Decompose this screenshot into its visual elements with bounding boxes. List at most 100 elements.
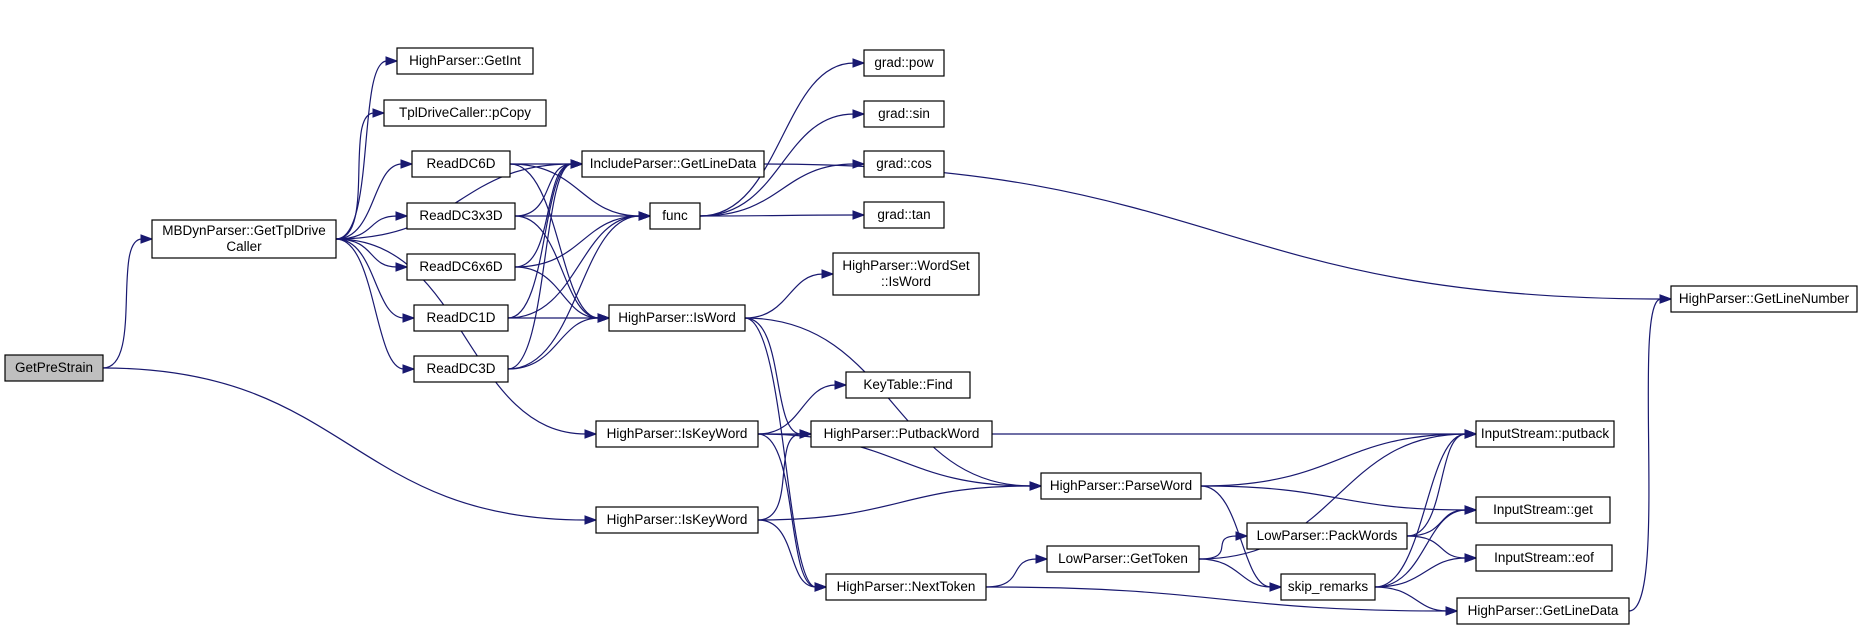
node-readdc1d[interactable]: ReadDC1D — [413, 304, 509, 332]
edge-line — [509, 163, 641, 217]
edge-high-getlinedata-to-getlinenumber — [1628, 294, 1673, 612]
node-high-getlinedata[interactable]: HighParser::GetLineData — [1456, 597, 1630, 625]
node-label: HighParser::IsKeyWord — [607, 512, 748, 527]
edge-func-to-grad-sin — [699, 109, 866, 217]
edge-arrowhead — [852, 210, 866, 220]
node-keytable-find[interactable]: KeyTable::Find — [845, 371, 971, 399]
edge-skip-remarks-to-high-getlinedata — [1374, 586, 1459, 616]
edge-arrowhead — [570, 159, 584, 169]
edge-line — [757, 433, 1032, 487]
node-wordset-isword[interactable]: HighParser::WordSet::IsWord — [832, 252, 980, 296]
node-isword[interactable]: HighParser::IsWord — [608, 304, 746, 332]
node-parseword[interactable]: HighParser::ParseWord — [1040, 472, 1202, 500]
node-nexttoken[interactable]: HighParser::NextToken — [825, 573, 987, 601]
node-packwords[interactable]: LowParser::PackWords — [1246, 522, 1408, 550]
node-label: KeyTable::Find — [863, 377, 952, 392]
node-gettoken[interactable]: LowParser::GetToken — [1046, 545, 1200, 573]
edge-arrowhead — [395, 211, 409, 221]
edge-iskeyword2-to-putbackword — [757, 429, 813, 521]
node-getprestrain[interactable]: GetPreStrain — [4, 354, 104, 382]
node-label: grad::tan — [877, 207, 930, 222]
edge-line — [744, 317, 817, 588]
node-label: ReadDC6x6D — [419, 259, 503, 274]
node-box — [396, 47, 534, 75]
edge-line — [507, 317, 600, 370]
edge-readdc6x6d-to-isword — [514, 266, 611, 323]
node-pcopy[interactable]: TplDriveCaller::pCopy — [383, 99, 547, 127]
node-label: ReadDC3x3D — [419, 208, 503, 223]
node-label: InputStream::get — [1493, 502, 1593, 517]
edge-line — [1628, 298, 1662, 612]
edge-nexttoken-to-high-getlinedata — [985, 586, 1459, 616]
edge-gettoken-to-skip-remarks — [1198, 558, 1283, 592]
edge-line — [335, 238, 587, 435]
node-label: GetPreStrain — [15, 360, 93, 375]
node-label: TplDriveCaller::pCopy — [399, 105, 531, 120]
node-eof[interactable]: InputStream::eof — [1475, 544, 1613, 572]
node-label: InputStream::putback — [1481, 426, 1610, 441]
node-grad-cos[interactable]: grad::cos — [863, 150, 945, 178]
edge-line — [757, 485, 1032, 521]
edge-line — [699, 163, 855, 217]
edge-line — [1374, 586, 1448, 612]
node-grad-pow[interactable]: grad::pow — [863, 49, 945, 77]
edge-getprestrain-to-gettpldrivecaller — [102, 234, 154, 369]
node-get[interactable]: InputStream::get — [1475, 496, 1611, 524]
node-putbackword[interactable]: HighParser::PutbackWord — [810, 420, 993, 448]
node-grad-tan[interactable]: grad::tan — [863, 201, 945, 229]
edge-arrowhead — [1269, 582, 1283, 592]
edge-line — [509, 163, 600, 319]
edge-arrowhead — [852, 159, 866, 169]
edge-arrowhead — [638, 211, 652, 221]
node-label: HighParser::IsKeyWord — [607, 426, 748, 441]
node-box — [411, 150, 511, 178]
node-getint[interactable]: HighParser::GetInt — [396, 47, 534, 75]
edge-arrowhead — [402, 313, 416, 323]
edge-arrowhead — [584, 515, 598, 525]
node-putback[interactable]: InputStream::putback — [1475, 420, 1615, 448]
node-grad-sin[interactable]: grad::sin — [863, 100, 945, 128]
edge-line — [757, 433, 802, 521]
edge-arrowhead — [1235, 531, 1249, 541]
edge-gettpldrivecaller-to-getint — [335, 56, 399, 240]
edge-line — [985, 558, 1038, 588]
node-readdc6d[interactable]: ReadDC6D — [411, 150, 511, 178]
edge-line — [1198, 433, 1467, 560]
node-box — [1280, 573, 1376, 601]
node-box — [595, 506, 759, 534]
node-box — [863, 49, 945, 77]
node-box — [863, 150, 945, 178]
node-box — [832, 252, 980, 296]
edge-readdc3d-to-func — [507, 211, 652, 370]
edge-line — [514, 163, 573, 217]
node-include-getlinedata[interactable]: IncludeParser::GetLineData — [581, 150, 765, 178]
node-box — [1670, 285, 1858, 313]
edge-line — [1406, 509, 1467, 537]
edge-arrowhead — [140, 234, 154, 244]
edge-readdc3d-to-include-getlinedata — [507, 159, 584, 370]
edge-line — [699, 214, 855, 217]
edge-putbackword-to-putback — [992, 429, 1478, 439]
edge-func-to-grad-cos — [699, 159, 866, 217]
node-iskeyword1[interactable]: HighParser::IsKeyWord — [595, 420, 759, 448]
node-readdc3d[interactable]: ReadDC3D — [413, 355, 509, 383]
node-readdc3x3d[interactable]: ReadDC3x3D — [406, 202, 516, 230]
edge-line — [699, 62, 855, 217]
node-box — [810, 420, 993, 448]
edge-arrowhead — [1464, 429, 1478, 439]
edge-line — [514, 163, 573, 268]
node-readdc6x6d[interactable]: ReadDC6x6D — [406, 253, 516, 281]
edge-arrowhead — [584, 429, 598, 439]
node-skip-remarks[interactable]: skip_remarks — [1280, 573, 1376, 601]
edge-line — [514, 266, 600, 319]
edge-gettpldrivecaller-to-readdc1d — [335, 238, 416, 323]
node-box — [863, 100, 945, 128]
node-label: HighParser::IsWord — [618, 310, 736, 325]
node-box — [595, 420, 759, 448]
edge-arrowhead — [1659, 294, 1673, 304]
node-getlinenumber[interactable]: HighParser::GetLineNumber — [1670, 285, 1858, 313]
node-label: LowParser::PackWords — [1257, 528, 1398, 543]
node-iskeyword2[interactable]: HighParser::IsKeyWord — [595, 506, 759, 534]
node-func[interactable]: func — [649, 202, 701, 230]
